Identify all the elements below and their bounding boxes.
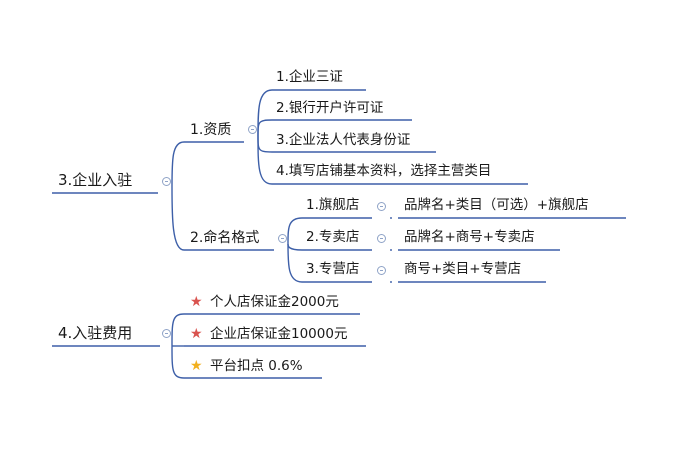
- star-red-icon: ★: [190, 326, 203, 342]
- connector-n2: [287, 243, 303, 251]
- connector-root-naming: [171, 186, 185, 251]
- connector-q3: [257, 135, 273, 153]
- connector-n1: [287, 217, 303, 245]
- collapse-toggle-n2[interactable]: [377, 234, 386, 243]
- qualification-item[interactable]: 2.银行开户许可证: [276, 100, 384, 116]
- collapse-toggle-fees[interactable]: [162, 329, 171, 338]
- fee-text: 企业店保证金10000元: [210, 326, 348, 342]
- collapse-toggle-qualification[interactable]: [248, 125, 257, 134]
- collapse-toggle-n3[interactable]: [377, 266, 386, 275]
- naming-type[interactable]: 1.旗舰店: [306, 197, 360, 213]
- naming-type[interactable]: 2.专卖店: [306, 229, 360, 245]
- fee-item[interactable]: ★ 企业店保证金10000元: [190, 327, 347, 342]
- fee-text: 平台扣点 0.6%: [210, 358, 303, 374]
- connector-q1: [257, 89, 273, 137]
- root-node-enterprise[interactable]: 3.企业入驻: [58, 171, 133, 189]
- qualification-item[interactable]: 3.企业法人代表身份证: [276, 132, 411, 148]
- collapse-toggle-n1[interactable]: [377, 202, 386, 211]
- qualification-item[interactable]: 4.填写店铺基本资料，选择主营类目: [276, 163, 492, 179]
- star-gold-icon: ★: [190, 358, 203, 374]
- connector-q4: [257, 135, 273, 185]
- qualification-item[interactable]: 1.企业三证: [276, 69, 343, 85]
- node-naming[interactable]: 2.命名格式: [190, 230, 260, 246]
- connector-fee3: [171, 345, 185, 379]
- naming-format[interactable]: 品牌名+商号+专卖店: [404, 229, 535, 245]
- connector-fee1: [171, 313, 185, 347]
- root-node-fees[interactable]: 4.入驻费用: [58, 324, 133, 342]
- connector-n3: [287, 243, 303, 283]
- naming-format[interactable]: 品牌名+类目（可选）+旗舰店: [404, 197, 589, 213]
- naming-type[interactable]: 3.专营店: [306, 261, 360, 277]
- fee-item[interactable]: ★ 平台扣点 0.6%: [190, 359, 303, 374]
- connector-root-qualification: [171, 141, 185, 188]
- collapse-toggle-enterprise[interactable]: [162, 177, 171, 186]
- star-red-icon: ★: [190, 294, 203, 310]
- fee-text: 个人店保证金2000元: [210, 294, 339, 310]
- node-qualification[interactable]: 1.资质: [190, 122, 232, 138]
- fee-item[interactable]: ★ 个人店保证金2000元: [190, 295, 339, 310]
- collapse-toggle-naming[interactable]: [278, 234, 287, 243]
- connector-q2: [257, 119, 273, 137]
- naming-format[interactable]: 商号+类目+专营店: [404, 261, 522, 277]
